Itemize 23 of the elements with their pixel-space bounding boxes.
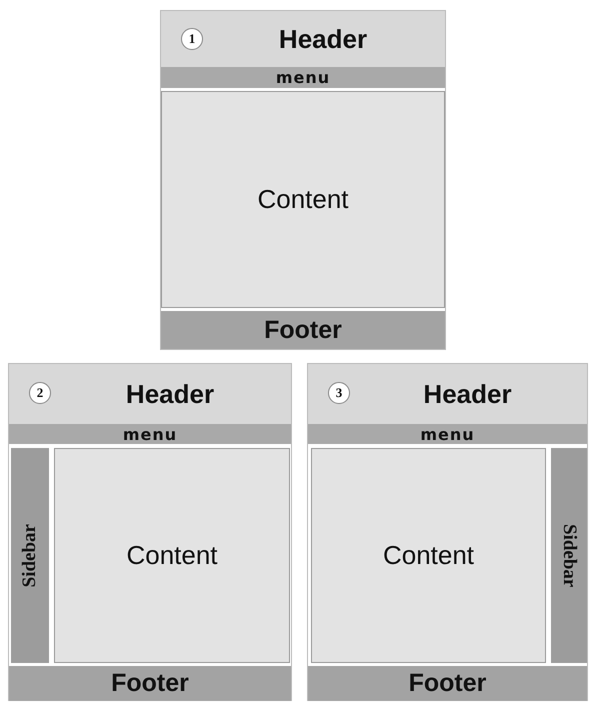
header-bar [161, 11, 445, 67]
sidebar: Sidebar [551, 448, 587, 663]
menu-bar: menu [161, 67, 445, 88]
content-area: Content [54, 448, 290, 663]
header-bar [308, 364, 587, 424]
content-area: Content [161, 91, 445, 308]
menu-bar: menu [308, 424, 587, 444]
menu-bar: menu [9, 424, 291, 444]
step-number: 3 [328, 382, 350, 404]
sidebar: Sidebar [11, 448, 49, 663]
layout-panel [160, 10, 446, 350]
step-number: 1 [181, 28, 203, 50]
layout-panel [307, 363, 588, 701]
footer-bar: Footer [308, 666, 587, 701]
footer-bar: Footer [9, 666, 291, 701]
header-bar [9, 364, 291, 424]
header-title: Header [278, 24, 368, 54]
step-number: 2 [29, 382, 51, 404]
layout-panel [8, 363, 292, 701]
content-area: Content [311, 448, 546, 663]
footer-bar: Footer [161, 311, 445, 349]
header-title: Header [126, 378, 214, 410]
header-title: Header [423, 378, 512, 410]
